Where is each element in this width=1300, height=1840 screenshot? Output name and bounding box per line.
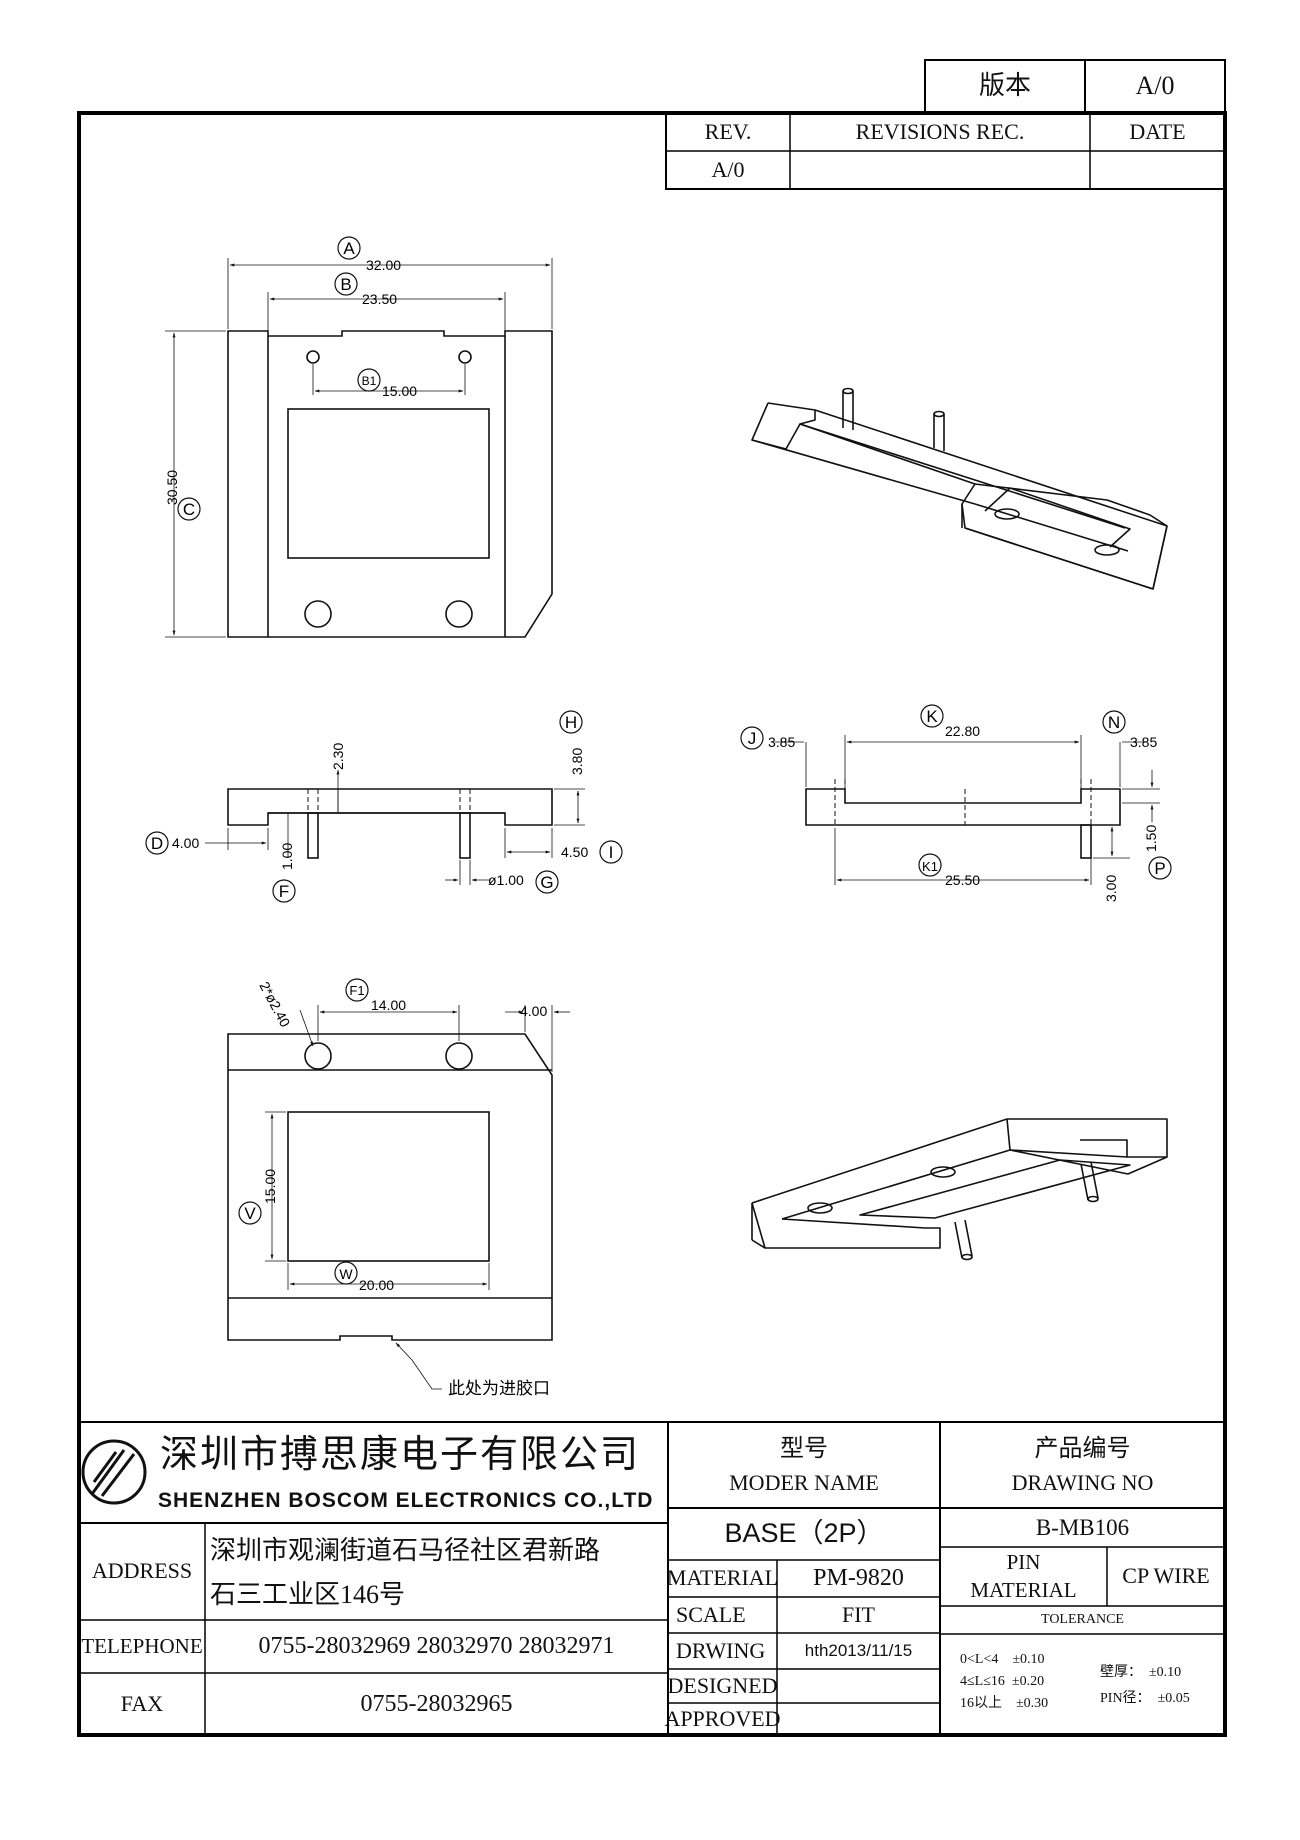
dim-v: 15.00 — [262, 1169, 278, 1204]
fax-label: FAX — [120, 1690, 164, 1716]
dim-i: 4.50 — [561, 844, 588, 860]
material-value: PM-9820 — [813, 1565, 904, 1592]
date-row-value — [1090, 151, 1225, 189]
front-view — [775, 735, 1160, 885]
tolerance-row-3: 16以上 ±0.30 — [960, 1696, 1049, 1712]
dim-k1: 25.50 — [945, 872, 980, 888]
bottom-view-labels: 2*ø2.40 F1 14.00 4.00 V 15.00 W 20.00 此处… — [238, 978, 550, 1398]
tolerance-row-1: 0<L<4 ±0.10 — [960, 1652, 1045, 1668]
address-label: ADDRESS — [91, 1558, 193, 1584]
dim-d: 4.00 — [172, 835, 199, 851]
label-b1: B1 — [362, 374, 377, 388]
revisions-rec-row-value — [790, 151, 1090, 189]
designed-label: DESIGNED — [667, 1672, 778, 1698]
label-p: P — [1154, 859, 1165, 878]
dim-n: 3.85 — [1130, 734, 1157, 750]
telephone-value: 0755-28032969 28032970 28032971 — [258, 1633, 615, 1660]
version-label: 版本 — [978, 71, 1031, 101]
tolerance-label: TOLERANCE — [1041, 1612, 1124, 1628]
label-a: A — [343, 239, 355, 258]
company-name-en: SHENZHEN BOSCOM ELECTRONICS CO.,LTD — [158, 1489, 654, 1513]
top-view — [165, 258, 553, 638]
top-view-labels: A 32.00 B 23.50 B1 15.00 C 30.50 — [164, 236, 417, 521]
dim-w: 20.00 — [359, 1277, 394, 1293]
pin-material-label-1: PIN — [1006, 1550, 1041, 1575]
label-f: F — [279, 882, 289, 901]
tolerance-pin: PIN径： ±0.05 — [1100, 1691, 1190, 1707]
pin-material-label-2: MATERIAL — [970, 1578, 1077, 1603]
tolerance-wall: 壁厚： ±0.10 — [1100, 1665, 1182, 1681]
model-label-cn: 型号 — [780, 1435, 828, 1462]
dim-b: 23.50 — [362, 291, 397, 307]
dim-p: 1.50 — [1143, 825, 1159, 852]
label-f1: F1 — [349, 983, 364, 998]
dim-c: 30.50 — [164, 470, 180, 505]
drawing-label: DRWING — [676, 1637, 766, 1663]
pin-material-value: CP WIRE — [1122, 1563, 1210, 1589]
front-view-labels: J 3.85 K 22.80 N 3.85 K1 25.50 1.50 3.00… — [740, 704, 1172, 902]
dim-holes: 2*ø2.40 — [256, 979, 293, 1030]
label-k1: K1 — [922, 859, 938, 874]
dim-f: 1.00 — [279, 843, 295, 870]
label-i: I — [609, 843, 614, 862]
label-g: G — [540, 873, 553, 892]
version-value: A/0 — [1135, 71, 1175, 101]
revisions-rec-header: REVISIONS REC. — [855, 118, 1025, 144]
dim-chamfer: 4.00 — [520, 1003, 547, 1019]
drawing-no-value: B-MB106 — [1035, 1514, 1130, 1540]
label-d: D — [151, 834, 163, 853]
drawing-frame — [77, 111, 1227, 1737]
label-v: V — [244, 1204, 256, 1223]
drawing-no-label-cn: 产品编号 — [1034, 1435, 1131, 1462]
dim-b1: 15.00 — [382, 383, 417, 399]
label-j: J — [748, 729, 757, 748]
company-name-cn: 深圳市搏思康电子有限公司 — [160, 1434, 641, 1477]
model-value: BASE（2P） — [724, 1518, 884, 1549]
dim-k: 22.80 — [945, 723, 980, 739]
isometric-view-bottom — [751, 1118, 1168, 1261]
side-view-labels: 2.30 H 3.80 D 4.00 1.00 F 4.50 I ø1.00 G — [145, 710, 623, 903]
dim-h: 3.80 — [569, 748, 585, 775]
company-logo-icon — [81, 1439, 147, 1505]
rev-row-value: A/0 — [711, 156, 745, 182]
scale-value: FIT — [842, 1601, 875, 1627]
isometric-view-top — [751, 387, 1168, 590]
dim-h1: 2.30 — [330, 743, 346, 770]
label-c: C — [183, 500, 195, 519]
address-line-2: 石三工业区146号 — [210, 1579, 406, 1609]
label-n: N — [1108, 713, 1120, 732]
model-label-en: MODER NAME — [729, 1469, 879, 1495]
tolerance-row-2: 4≤L≤16 ±0.20 — [960, 1674, 1045, 1690]
dim-g: ø1.00 — [488, 872, 524, 888]
material-label: MATERIAL — [666, 1565, 779, 1591]
dim-a: 32.00 — [366, 257, 401, 273]
drawing-no-label-en: DRAWING NO — [1011, 1469, 1154, 1495]
revision-table-grid — [665, 112, 1226, 190]
gate-note: 此处为进胶口 — [448, 1379, 550, 1398]
scale-label: SCALE — [676, 1601, 746, 1627]
label-w: W — [339, 1266, 353, 1282]
drawing-value: hth2013/11/15 — [804, 1640, 913, 1660]
bottom-view — [227, 1005, 570, 1390]
address-line-1: 深圳市观澜街道石马径社区君新路 — [210, 1535, 601, 1565]
label-b: B — [340, 275, 351, 294]
title-block-grid — [79, 1421, 1225, 1735]
date-header: DATE — [1129, 118, 1186, 144]
dim-j: 3.85 — [768, 734, 795, 750]
dim-p2: 3.00 — [1103, 875, 1119, 902]
rev-header: REV. — [704, 118, 752, 144]
dim-f1: 14.00 — [371, 997, 406, 1013]
telephone-label: TELEPHONE — [81, 1633, 203, 1658]
label-k: K — [926, 707, 938, 726]
fax-value: 0755-28032965 — [360, 1690, 513, 1717]
label-h: H — [565, 713, 577, 732]
side-view — [205, 769, 585, 885]
approved-label: APPROVED — [664, 1705, 781, 1731]
